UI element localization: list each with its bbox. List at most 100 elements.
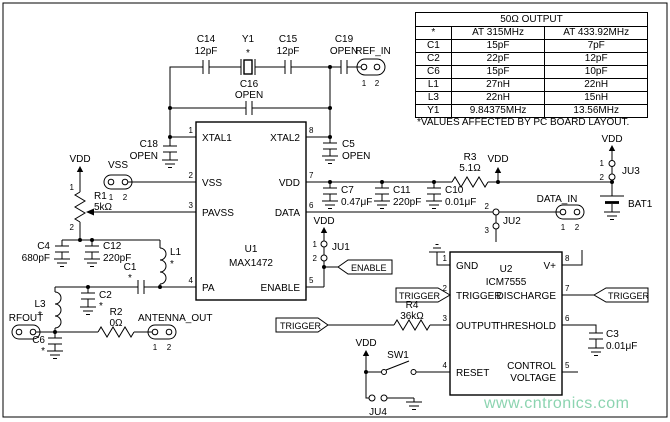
r3-ref-label: R3 [464,152,477,163]
c4-capacitor [54,240,70,267]
table-cell: L3 [415,91,452,105]
page-border [2,2,668,418]
ground-symbol [54,258,70,267]
table-col-header: AT 433.92MHz [544,26,648,40]
bat1-battery [600,195,624,220]
c12-ref-label: C12 [103,241,122,252]
u2-pin1-num: 1 [443,254,448,263]
vdd-rail: C7 0.47μF C11 220pF C10 0.01μF R3 5.1Ω V… [306,152,612,209]
trigger-net-label: TRIGGER [280,321,322,331]
c7-ref-label: C7 [341,185,354,196]
u1-pin3-num: 3 [189,201,194,210]
c3-value-label: 0.01μF [606,341,637,352]
ju2-jumper [492,208,500,242]
ground-symbol [84,258,100,267]
rfout-label: RFOUT [9,313,43,324]
enable-jumper: VDD 1 2 JU1 ENABLE [306,216,393,288]
u2-part-label: ICM7555 [486,277,527,288]
c18-ref-label: C18 [140,139,159,150]
u1-pin4-num: 4 [189,276,194,285]
u2-pin4-num: 4 [443,361,448,370]
trigger-net-flag [395,287,451,303]
ground-symbol [374,200,390,209]
c6-star-label: * [41,346,45,357]
y1-ref-label: Y1 [242,34,255,45]
data-net: 2 3 JU2 DATA_IN 1 2 [306,194,585,242]
data-in-pin1: 1 [561,223,566,232]
r1-potentiometer [74,191,86,223]
ju3-label: JU3 [622,166,640,177]
c15-capacitor [284,60,292,74]
l1-inductor [159,247,167,285]
timer-circuit: TRIGGER TRIGGER R4 36kΩ TRIGGER C3 0.01μ… [275,244,650,418]
vdd-symbol [608,145,616,161]
r1-pin2-num: 2 [70,223,75,232]
c3-ref-label: C3 [606,329,619,340]
trigger-net-label: TRIGGER [399,291,441,301]
u1-pin1-num: 1 [189,126,194,135]
u1-pin-data-name: DATA [275,208,301,219]
table-cell: 12pF [544,52,648,66]
u1-pin2-num: 2 [189,171,194,180]
table-cell: 22pF [450,52,546,66]
ground-symbol [588,347,604,356]
u1-pin-pa-name: PA [202,283,215,294]
c2-ref-label: C2 [99,290,112,301]
vss-header-pin1: 1 [109,193,114,202]
table-cell: 27nH [450,78,546,92]
ju2-pin2-num: 2 [485,202,490,211]
ju2-pin3-num: 3 [485,226,490,235]
table-cell: 15pF [450,65,546,79]
ground-symbol [406,401,422,410]
u2-pin-gnd-name: GND [456,261,478,272]
c5-capacitor [322,137,338,164]
r4-ref-label: R4 [406,300,419,311]
table-cell: 22nH [544,78,648,92]
u1-part-label: MAX1472 [229,258,273,269]
u2-pin8-num: 8 [565,254,570,263]
enable-net-flag [337,259,393,275]
u1-pin5-num: 5 [309,276,314,285]
r1-ref-label: R1 [94,191,107,202]
c18-value-label: OPEN [130,151,158,162]
pa-output-network: C1 * L1 * C2 * L3 * RFOUT C6 * R2 0Ω ANT… [9,240,212,359]
c11-ref-label: C11 [393,185,411,196]
vdd-symbol [494,167,502,182]
ju1-label: JU1 [332,242,350,253]
ju3-jumper [608,160,616,181]
ref-in-label: REF_IN [355,46,391,57]
enable-net-label: ENABLE [351,263,387,273]
u2-pin6-num: 6 [565,314,570,323]
l3-inductor [54,291,62,329]
c19-capacitor [340,60,348,74]
sw1-switch [381,360,417,375]
ju3-pin2-num: 2 [600,173,605,182]
r1-wiper-arrow [86,208,94,216]
y1-star-label: * [246,48,250,59]
ju1-jumper [320,240,328,262]
r4-value-label: 36kΩ [400,311,424,322]
sw1-label: SW1 [387,350,409,361]
u2-pin-vplus-name: V+ [543,261,556,272]
u2-ref-label: U2 [500,264,513,275]
c19-value-label: OPEN [330,46,358,57]
table-col-header: AT 315MHz [450,26,546,40]
c7-value-label: 0.47μF [341,197,372,208]
y1-crystal [240,59,256,75]
c1-ref-label: C1 [124,262,137,273]
vdd-label: VDD [487,154,508,165]
c14-value-label: 12pF [195,46,218,57]
c4-value-label: 680pF [22,253,50,264]
ju4-jumper [365,372,422,410]
vss-header-pin2: 2 [123,193,128,202]
r2-value-label: 0Ω [109,318,123,329]
c5-value-label: OPEN [342,151,370,162]
vdd-label: VDD [601,134,622,145]
r2-resistor [97,326,135,338]
table-cell: 7pF [544,39,648,53]
ju1-pin2-num: 2 [313,254,318,263]
c10-capacitor [426,182,442,209]
c12-value-label: 220pF [103,253,131,264]
vss-label: VSS [108,160,128,171]
